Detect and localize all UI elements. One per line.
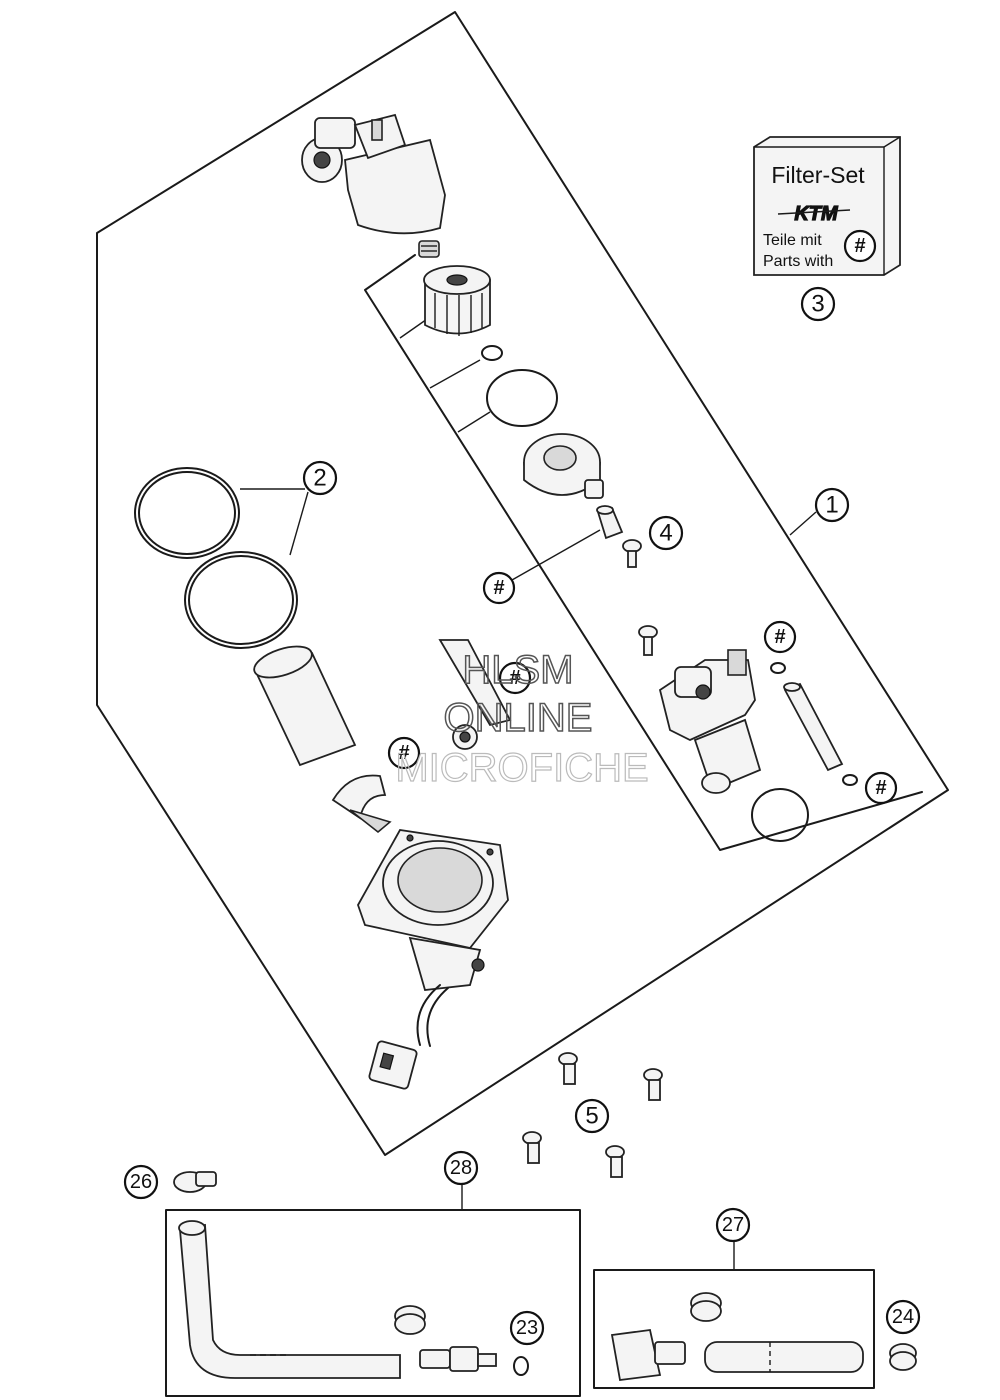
hash-callout-4: # [387, 736, 421, 770]
tube-sleeve-part [596, 505, 624, 540]
subassembly-outline [364, 254, 923, 851]
o-ring-part-23 [513, 1356, 529, 1376]
gasket-ring-upper [134, 467, 240, 559]
callout-24: 24 [885, 1299, 921, 1335]
quick-connector-part [419, 1346, 497, 1372]
leader-4 [511, 529, 601, 581]
fuel-connector-part [610, 1329, 686, 1381]
filter-set-box: Filter-Set KTM Teile mit Parts with # [753, 136, 901, 276]
ktm-logo: KTM [794, 203, 839, 225]
hash-callout-2: # [763, 620, 797, 654]
screw-part-4 [622, 539, 642, 568]
svg-text:#: # [875, 777, 886, 799]
clamp-part-box27 [690, 1292, 722, 1322]
filter-set-hash: # [854, 235, 865, 257]
callout-5: 5 [574, 1098, 610, 1134]
svg-text:23: 23 [516, 1317, 538, 1339]
hose-kit-box-28 [165, 1209, 581, 1397]
watermark: HLSM ONLINE MICROFICHE [395, 647, 650, 790]
callout-28: 28 [443, 1150, 479, 1186]
svg-text:28: 28 [450, 1157, 472, 1179]
svg-text:HLSM: HLSM [462, 648, 573, 692]
fuel-filter-part [423, 265, 491, 336]
filter-set-title: Filter-Set [771, 162, 865, 188]
small-ring-part [770, 662, 786, 674]
hash-callout-5: # [498, 661, 532, 695]
straight-hose-part [704, 1341, 864, 1373]
filter-set-line2: Parts with [763, 253, 833, 270]
svg-text:5: 5 [585, 1103, 598, 1130]
svg-text:#: # [774, 626, 785, 648]
bolt-parts [522, 1052, 663, 1178]
wire-harness [416, 984, 441, 1046]
leader-1 [789, 511, 817, 536]
svg-text:26: 26 [130, 1171, 152, 1193]
callout-23: 23 [509, 1310, 545, 1346]
small-o-ring-part [481, 345, 503, 361]
screw-part [638, 625, 658, 656]
pressure-regulator-part [523, 433, 604, 499]
gasket-ring-lower [184, 551, 298, 649]
seal-ring-part [751, 788, 809, 842]
svg-text:3: 3 [811, 291, 824, 318]
clamp-part-box28 [394, 1305, 426, 1335]
svg-text:#: # [493, 577, 504, 599]
clip-part [331, 774, 392, 834]
callout-4: 4 [648, 515, 684, 551]
spring-part [418, 240, 440, 258]
filter-sleeve-part [253, 645, 357, 767]
callout-27: 27 [715, 1207, 751, 1243]
leader-2b [289, 491, 309, 556]
hose-clamp-part-24 [889, 1343, 917, 1371]
tank-flange-part [357, 829, 509, 991]
long-tube-part [783, 682, 844, 772]
callout-2: 2 [302, 460, 338, 496]
svg-text:4: 4 [659, 520, 672, 547]
svg-text:MICROFICHE: MICROFICHE [395, 746, 648, 790]
connector-part [368, 1040, 418, 1090]
svg-text:27: 27 [722, 1214, 744, 1236]
hash-callout-1: # [482, 571, 516, 605]
svg-text:#: # [398, 742, 409, 764]
pump-head-part [301, 113, 446, 235]
small-ring-part-2 [842, 774, 858, 786]
bent-hose-part [178, 1220, 401, 1379]
gasket-ring-upper-inner [138, 471, 236, 555]
hose-clamp-part-26 [173, 1171, 217, 1193]
hash-callout-3: # [864, 771, 898, 805]
callout-26: 26 [123, 1164, 159, 1200]
gasket-ring-lower-inner [188, 555, 294, 645]
o-ring-part [486, 369, 558, 427]
svg-text:1: 1 [825, 492, 838, 519]
main-assembly-outline [96, 11, 949, 1156]
bracket-part [438, 639, 512, 750]
svg-text:ONLINE: ONLINE [444, 696, 593, 740]
fuel-pump-motor-part [658, 649, 762, 794]
svg-text:2: 2 [313, 465, 326, 492]
callout-1: 1 [814, 487, 850, 523]
callout-3: 3 [800, 286, 836, 322]
svg-text:#: # [509, 667, 520, 689]
filter-set-line1: Teile mit [763, 232, 822, 249]
svg-text:24: 24 [892, 1306, 914, 1328]
